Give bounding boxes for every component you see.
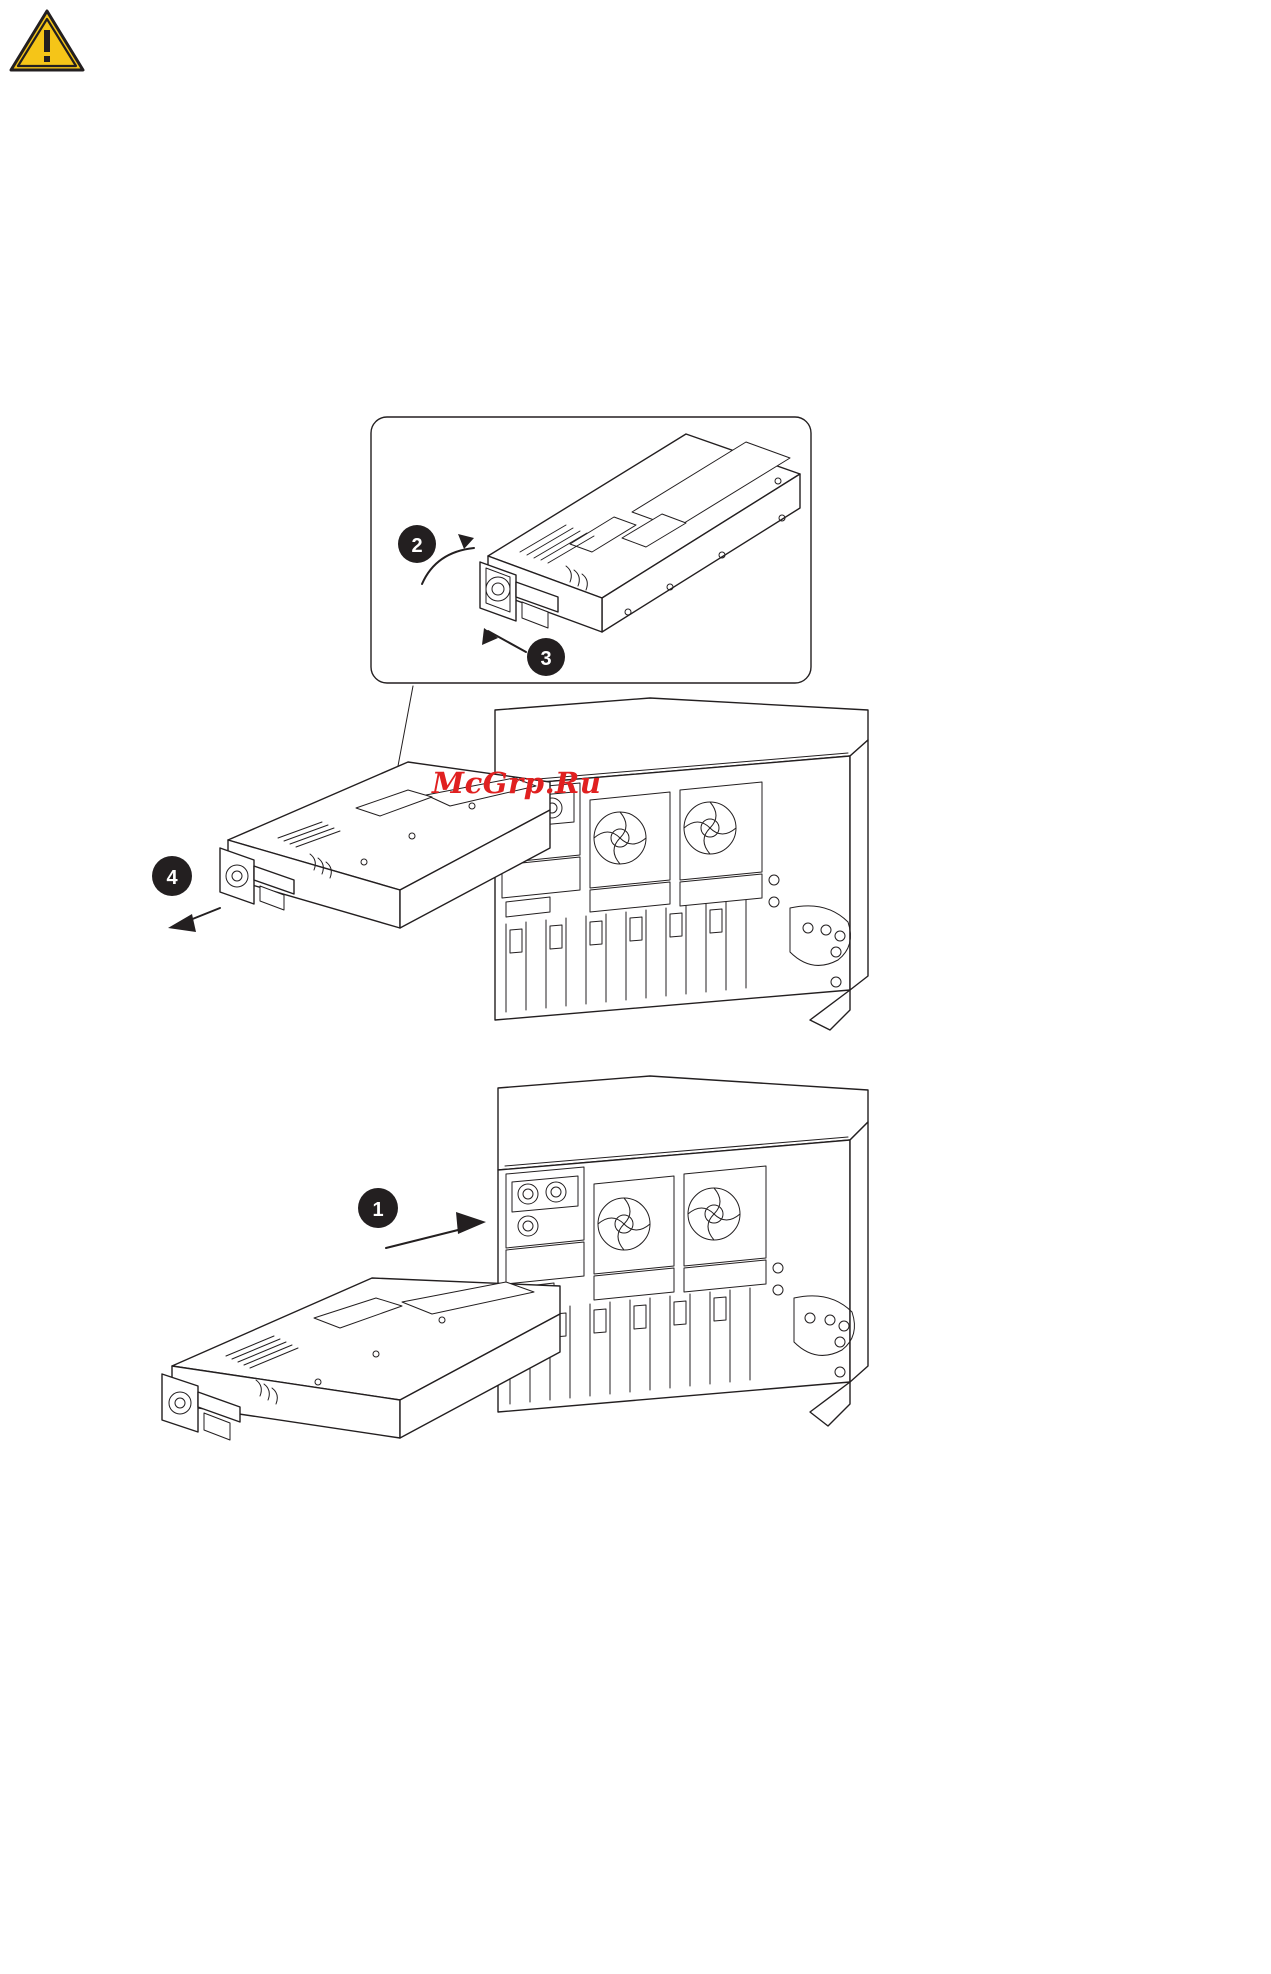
svg-text:1: 1	[372, 1199, 383, 1221]
push-arrow	[482, 628, 527, 653]
step-bullet-4: 4	[152, 856, 192, 896]
rotate-arrow	[421, 534, 475, 585]
svg-text:4: 4	[166, 867, 178, 889]
step-bullet-3: 3	[527, 638, 565, 676]
psu-insertion-diagram: 1	[150, 1070, 880, 1570]
psu-handle-detail-callout: 2 3	[370, 416, 812, 684]
svg-text:3: 3	[540, 648, 551, 670]
insert-arrow	[385, 1212, 486, 1249]
pull-arrow	[168, 907, 221, 932]
svg-text:2: 2	[411, 535, 422, 557]
step-bullet-1: 1	[358, 1188, 398, 1228]
warning-triangle-icon	[8, 8, 86, 74]
step-bullet-2: 2	[398, 525, 436, 563]
psu-removal-diagram: 4	[150, 685, 880, 1045]
